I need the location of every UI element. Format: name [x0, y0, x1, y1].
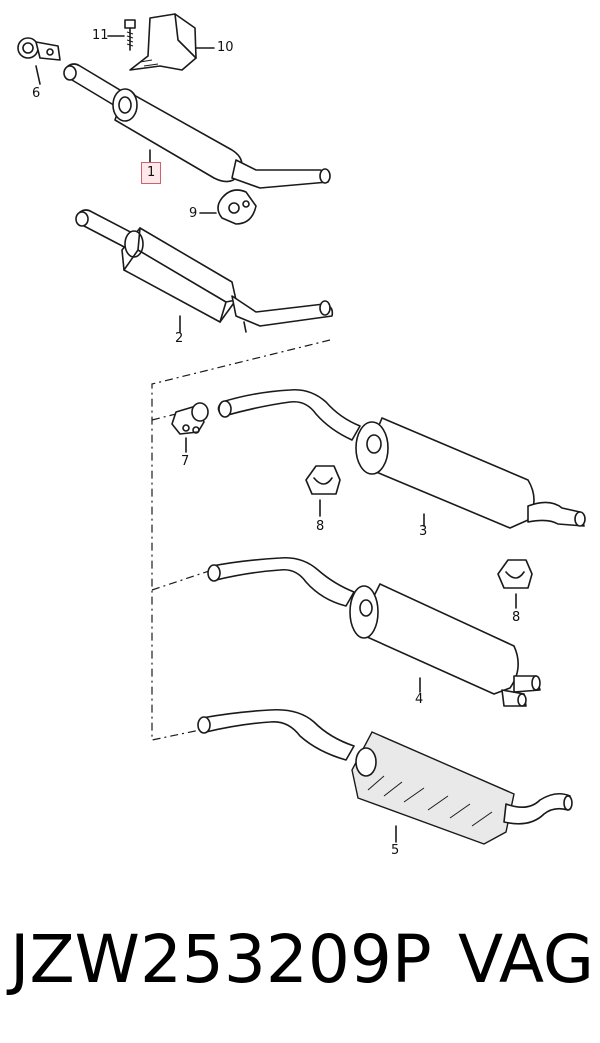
callout-8b[interactable]: 8	[512, 610, 521, 625]
callout-3[interactable]: 3	[419, 524, 428, 539]
exhaust-parts-diagram: 1 2 3 4 5 6 7 8 8 9 10 11	[17, 13, 586, 858]
rear-muffler-part-4	[207, 556, 541, 707]
clamp-part-7	[171, 402, 209, 453]
callout-9[interactable]: 9	[189, 206, 198, 221]
hanger-part-8a	[305, 465, 341, 517]
hanger-part-8b	[497, 559, 533, 609]
rear-silencer-part-5	[197, 708, 573, 845]
rubber-mount-part-9	[199, 189, 257, 225]
footer-caption: JZW253209P VAG	[0, 915, 600, 1025]
exhaust-drawing	[17, 13, 586, 845]
callout-11[interactable]: 11	[92, 28, 109, 43]
front-silencer-part-2	[75, 209, 334, 333]
heat-shield-part-10	[129, 13, 215, 71]
option-bracket	[151, 339, 331, 741]
brand-name: VAG	[458, 921, 595, 998]
callout-5[interactable]: 5	[391, 843, 400, 858]
callout-4[interactable]: 4	[415, 692, 424, 707]
callout-10[interactable]: 10	[217, 40, 234, 55]
callout-7[interactable]: 7	[181, 454, 190, 469]
callout-2[interactable]: 2	[175, 331, 184, 346]
clamp-part-6	[17, 37, 61, 85]
callout-8a[interactable]: 8	[316, 519, 325, 534]
part-number: JZW253209P	[10, 921, 432, 998]
callout-1[interactable]: 1	[141, 162, 162, 184]
bolt-part-11	[107, 19, 136, 51]
callout-6[interactable]: 6	[32, 86, 41, 101]
front-muffler-part-1	[63, 63, 331, 189]
rear-muffler-part-3	[217, 388, 586, 529]
